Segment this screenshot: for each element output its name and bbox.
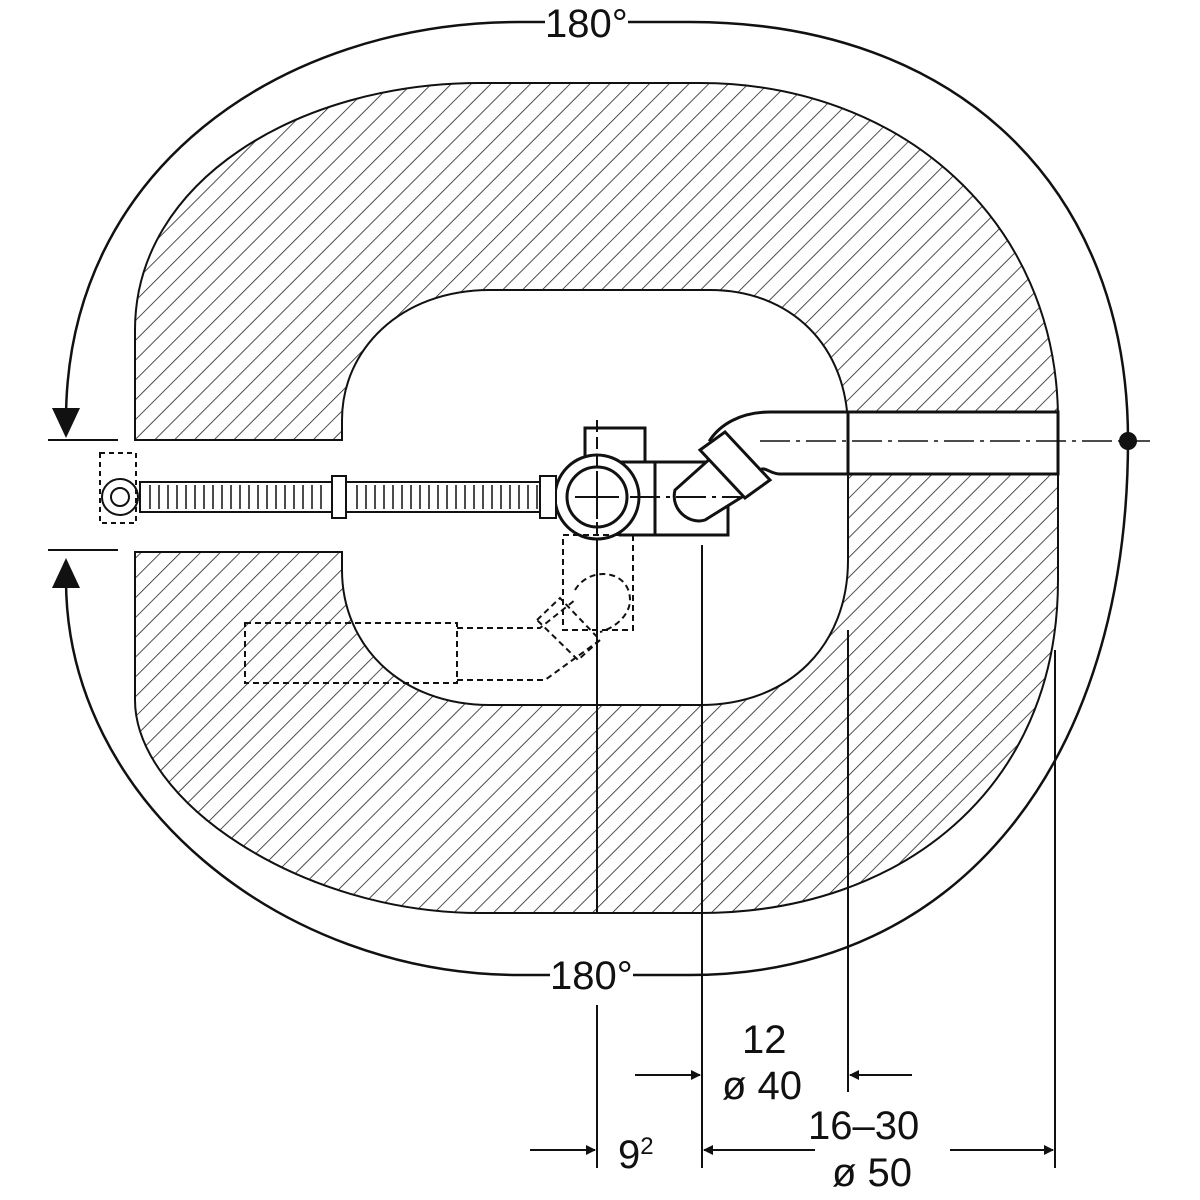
angle-label-bottom: 180° [550, 954, 633, 998]
drain-body [553, 426, 773, 541]
hatched-zone [134, 82, 1059, 914]
chain-rod [99, 452, 557, 524]
dim-label-d50: ø 50 [832, 1151, 913, 1195]
dim-label-d40: ø 40 [722, 1064, 803, 1108]
arrow-down-icon [52, 408, 80, 438]
dim-9-superscript: 2 [640, 1133, 654, 1160]
angle-label-top: 180° [545, 2, 628, 46]
alternate-position [244, 534, 634, 684]
axis-point [1119, 432, 1137, 450]
dimension-lines [530, 540, 1056, 1168]
arrow-up-icon [52, 558, 80, 588]
dim-label-16-30: 16–30 [808, 1104, 920, 1148]
dim-label-12: 12 [742, 1018, 787, 1062]
dim-label-9-2: 92 [618, 1135, 654, 1175]
outlet-pipe [707, 410, 1060, 476]
dim-9-value: 9 [618, 1133, 641, 1177]
